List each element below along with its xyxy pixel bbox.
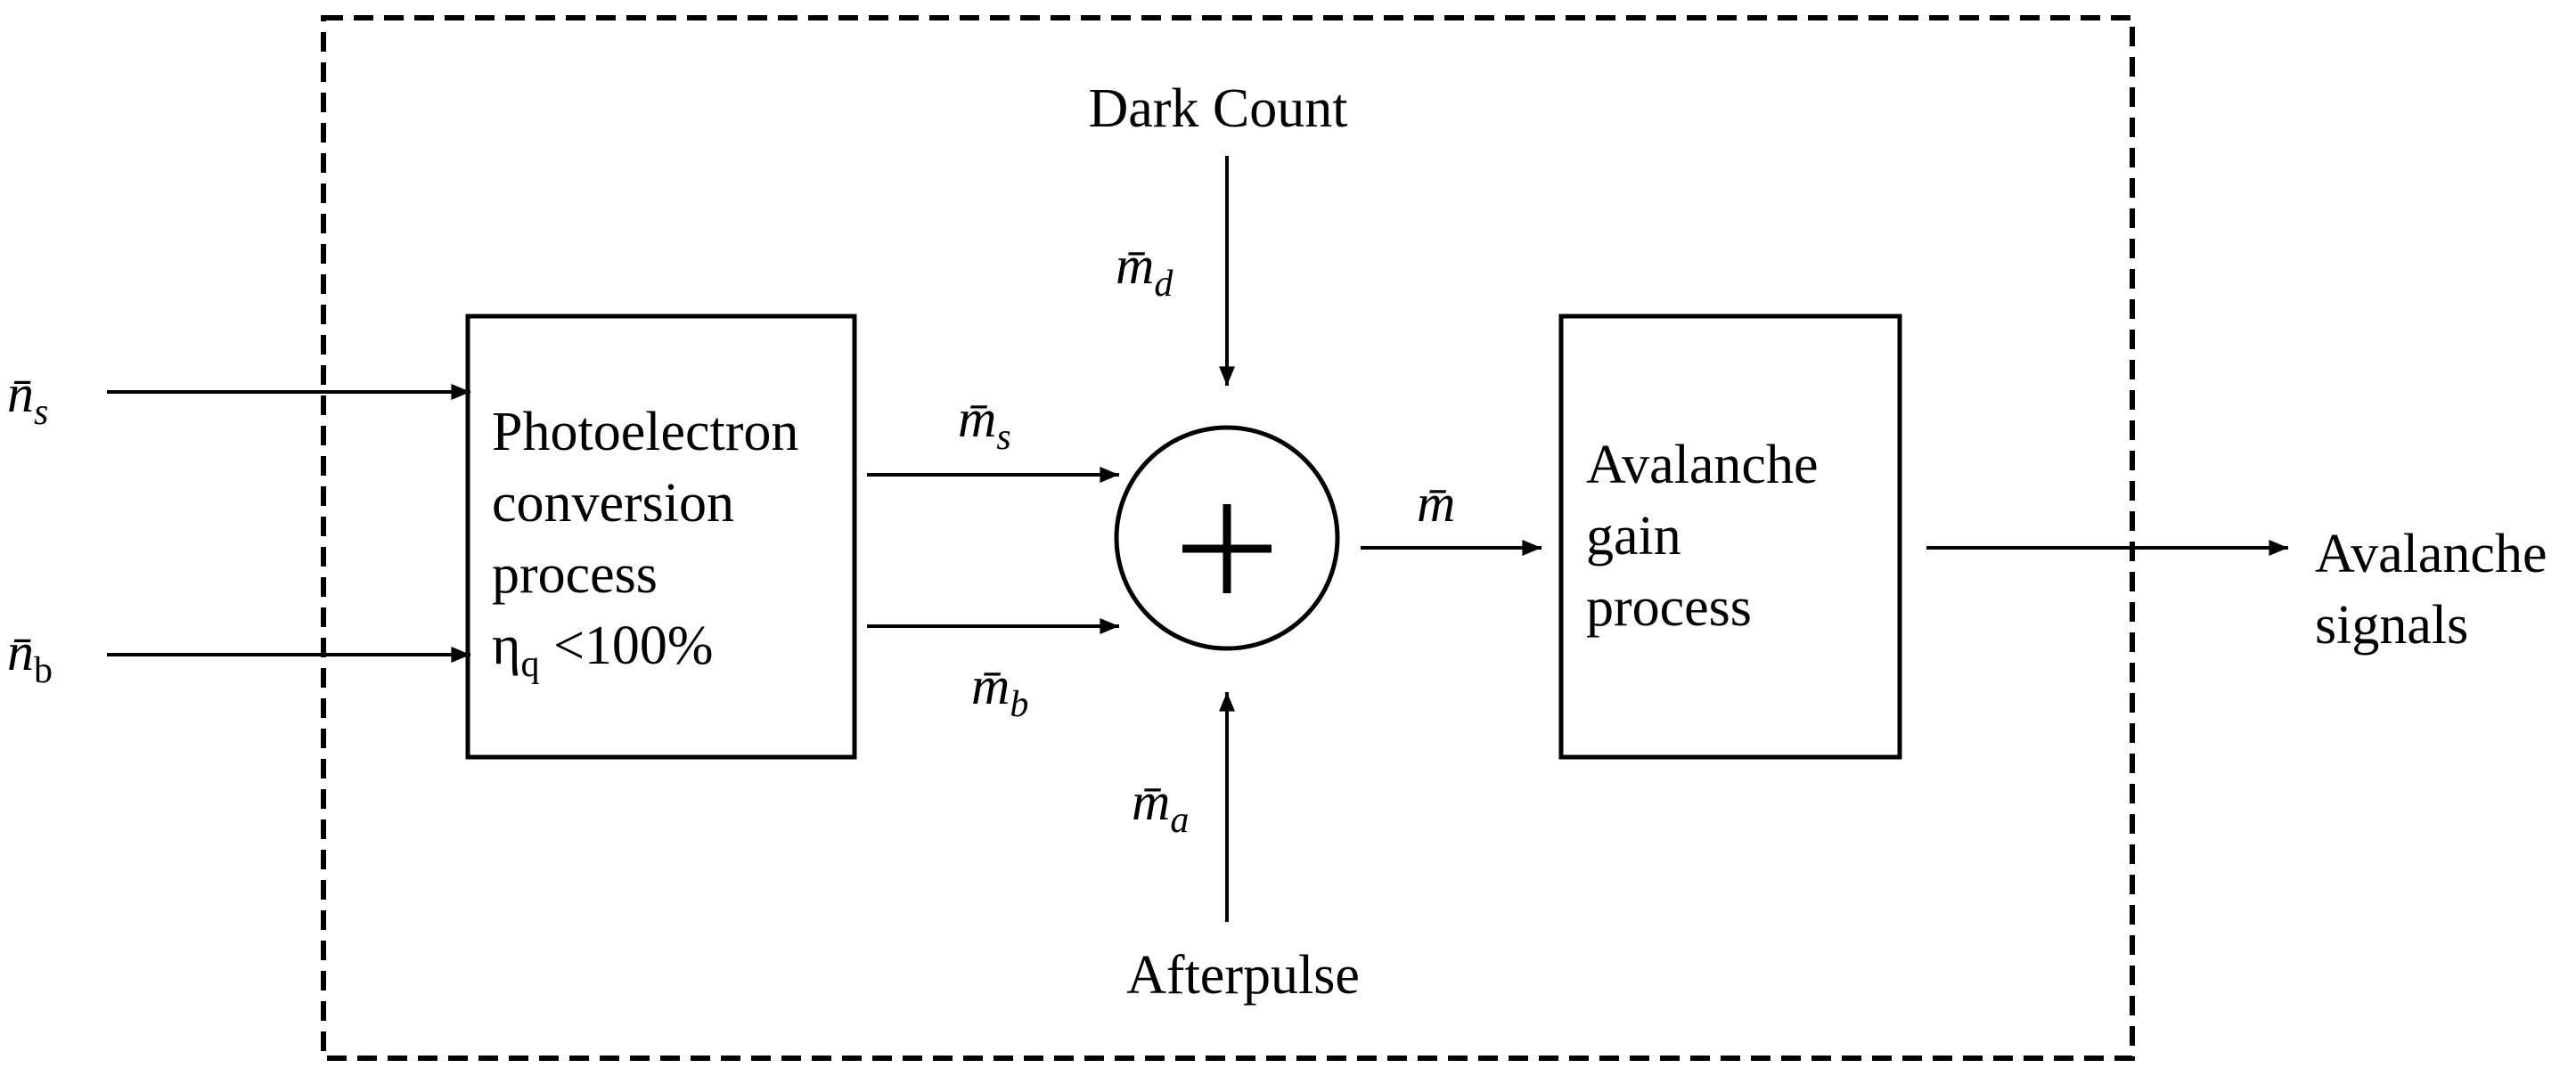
dark-count-label: Dark Count	[1088, 78, 1347, 139]
photo-block-line-1: Photoelectron	[492, 402, 798, 462]
avalanche-block-line-1: Avalanche	[1586, 435, 1818, 495]
m-label: m̄	[1417, 474, 1455, 533]
photo-block-line-2: conversion	[492, 473, 734, 534]
summing-junction	[1114, 425, 1340, 651]
avalanche-block-line-3: process	[1586, 577, 1752, 638]
input-n-s-label: n̄s	[7, 364, 48, 433]
photoelectron-conversion-block	[465, 314, 857, 760]
m-a-label: m̄a	[1132, 772, 1189, 841]
output-line-1: Avalanche	[2315, 524, 2547, 584]
output-line-2: signals	[2315, 595, 2468, 656]
photo-block-line-3: process	[492, 544, 658, 605]
plus-icon	[1182, 504, 1272, 593]
afterpulse-label: Afterpulse	[1126, 945, 1360, 1006]
m-b-label: m̄b	[971, 656, 1028, 725]
m-d-label: m̄d	[1116, 236, 1174, 305]
avalanche-gain-block	[1558, 314, 1902, 760]
input-n-b-label: n̄b	[7, 623, 53, 691]
m-s-label: m̄s	[958, 389, 1011, 458]
avalanche-block-line-2: gain	[1586, 506, 1681, 567]
quantum-efficiency-label: ηq <100%	[492, 615, 714, 685]
